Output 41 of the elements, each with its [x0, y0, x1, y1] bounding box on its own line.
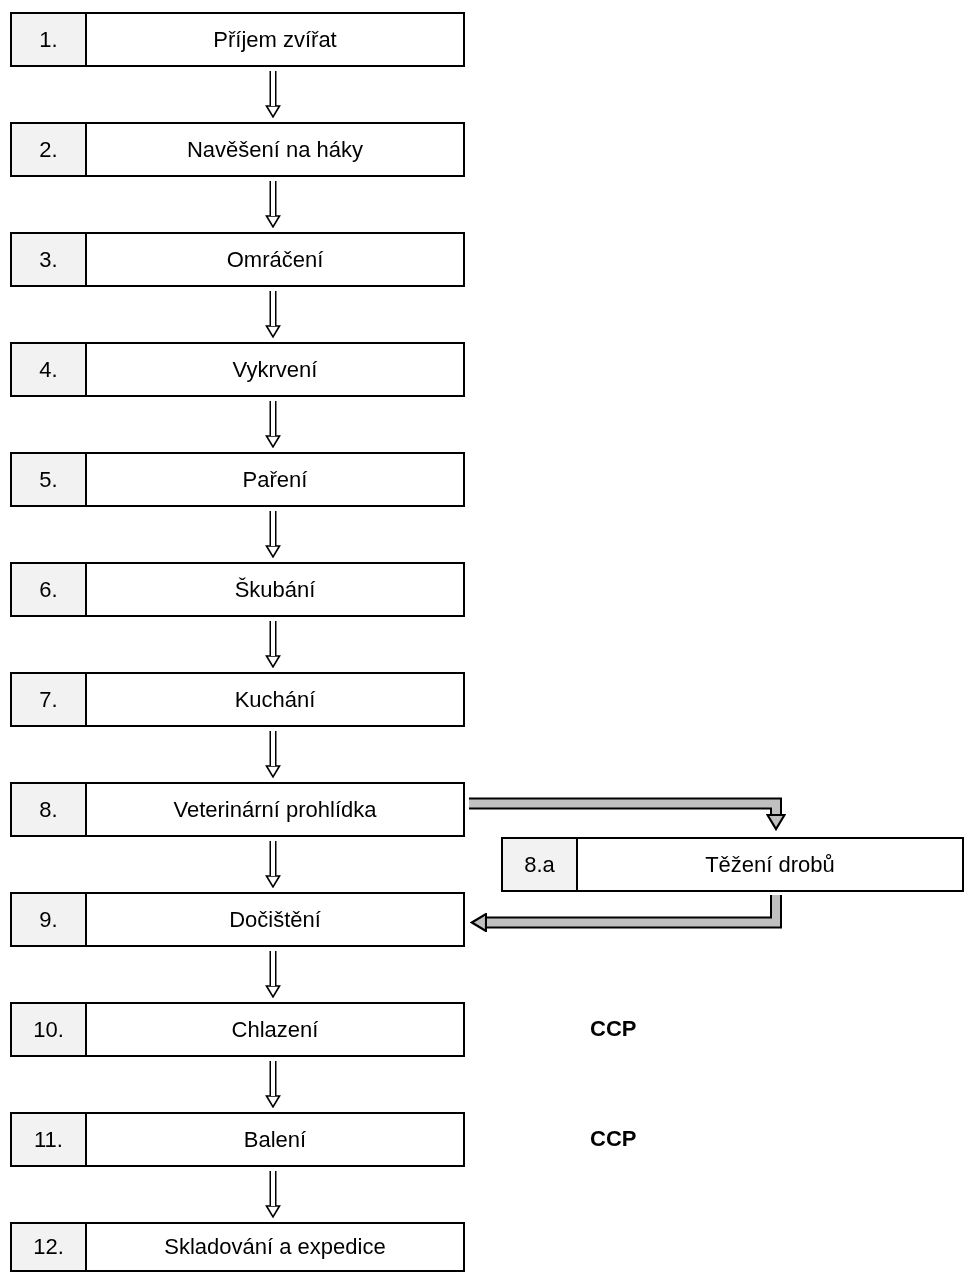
step-label: Omráčení: [226, 246, 324, 273]
process-box: [10, 892, 465, 947]
process-box: [10, 1002, 465, 1057]
process-box: [10, 122, 465, 177]
step-label: Kuchání: [234, 686, 316, 713]
step-number: 8.a: [503, 839, 578, 890]
step-number: 5.: [12, 454, 87, 505]
step-label: Chlazení: [231, 1016, 319, 1043]
step-number: 10.: [12, 1004, 87, 1055]
step-label: Příjem zvířat: [213, 26, 337, 53]
process-box: [10, 1222, 465, 1272]
step-label: Škubání: [234, 576, 316, 603]
step-label: Veterinární prohlídka: [173, 796, 377, 823]
ccp-label: CCP: [590, 1126, 637, 1152]
process-box: [10, 562, 465, 617]
process-box: [10, 782, 465, 837]
step-number: 3.: [12, 234, 87, 285]
step-number: 7.: [12, 674, 87, 725]
process-box: [10, 342, 465, 397]
step-number: 1.: [12, 14, 87, 65]
step-label: Paření: [242, 466, 308, 493]
step-label: Navěšení na háky: [186, 136, 364, 163]
step-label: Dočištění: [229, 906, 321, 933]
step-number: 11.: [12, 1114, 87, 1165]
step-label: Skladování a expedice: [164, 1234, 386, 1260]
step-number: 2.: [12, 124, 87, 175]
process-box: [10, 672, 465, 727]
process-box: [10, 12, 465, 67]
step-label: Vykrvení: [232, 356, 318, 383]
process-box: [501, 837, 964, 892]
ccp-label: CCP: [590, 1016, 637, 1042]
step-number: 6.: [12, 564, 87, 615]
step-number: 9.: [12, 894, 87, 945]
step-label: Balení: [243, 1126, 307, 1153]
process-box: [10, 452, 465, 507]
step-number: 8.: [12, 784, 87, 835]
process-box: [10, 232, 465, 287]
step-number: 12.: [12, 1224, 87, 1270]
step-number: 4.: [12, 344, 87, 395]
process-box: [10, 1112, 465, 1167]
step-label: Těžení drobů: [705, 851, 835, 878]
